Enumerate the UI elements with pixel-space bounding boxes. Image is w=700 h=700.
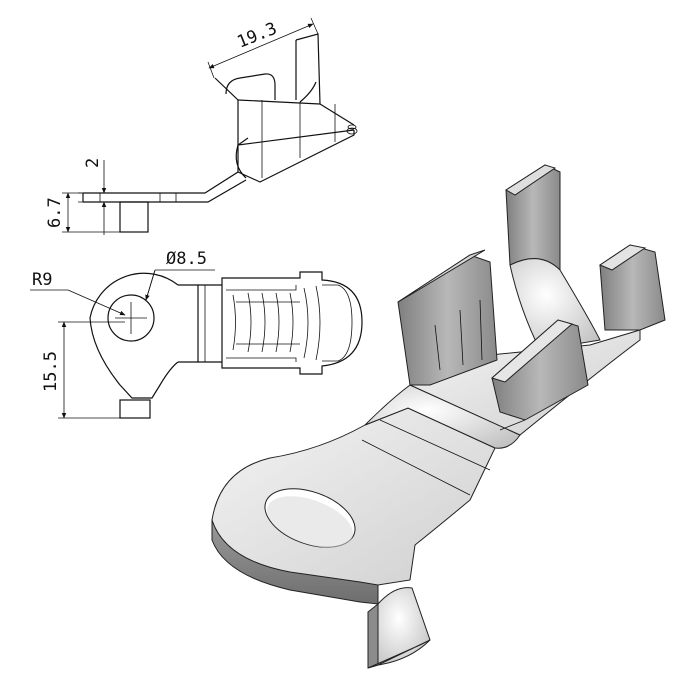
dim-thickness: 2 bbox=[83, 158, 103, 168]
dim-radius: R9 bbox=[32, 270, 52, 290]
dim-center-offset: 15.5 bbox=[41, 351, 61, 392]
dim-height-side: 6.7 bbox=[45, 197, 65, 228]
side-elevation-view: 19.3 2 6.7 bbox=[45, 17, 358, 235]
hole-circle bbox=[107, 294, 155, 342]
isometric-render bbox=[211, 164, 666, 669]
plan-view: Ø8.5 R9 15.5 bbox=[30, 249, 363, 419]
dim-hole-diameter: Ø8.5 bbox=[166, 249, 207, 269]
